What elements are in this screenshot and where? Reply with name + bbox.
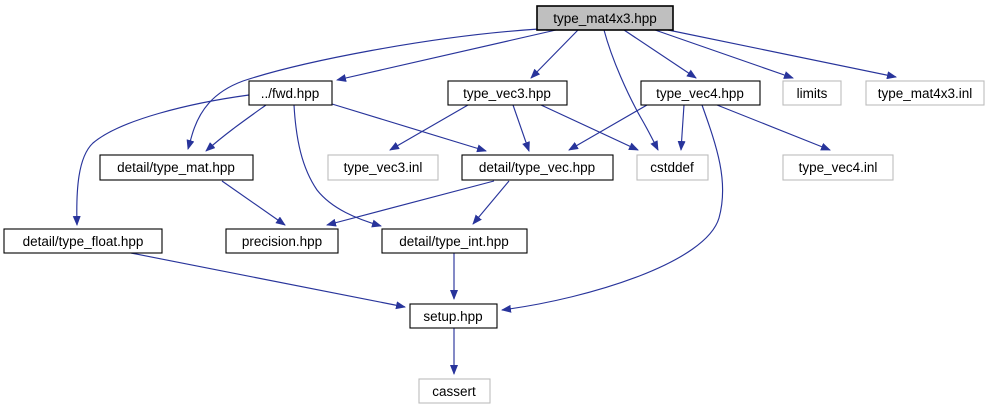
node-precision-hpp[interactable]: precision.hpp (225, 228, 339, 254)
svg-text:type_mat4x3.inl: type_mat4x3.inl (878, 86, 973, 101)
node-cassert: cassert (418, 378, 491, 404)
node-layer: type_mat4x3.hpp ../fwd.hpp type_vec3.hpp… (3, 5, 985, 404)
edge-fwd-to-type-vec (331, 103, 487, 153)
node-type-vec4-hpp[interactable]: type_vec4.hpp (640, 80, 761, 106)
svg-text:type_mat4x3.hpp: type_mat4x3.hpp (553, 11, 657, 26)
edge-fwd-to-type-float (72, 94, 250, 226)
edge-vec4-to-cstddef (677, 104, 686, 151)
svg-text:precision.hpp: precision.hpp (242, 234, 322, 249)
edge-fwd-to-type-int (293, 104, 382, 228)
node-type-vec3-hpp[interactable]: type_vec3.hpp (447, 80, 568, 106)
svg-text:detail/type_vec.hpp: detail/type_vec.hpp (479, 160, 595, 175)
edge-mat4x3-to-type-mat (186, 28, 540, 150)
svg-text:detail/type_mat.hpp: detail/type_mat.hpp (117, 160, 235, 175)
node-detail-type-float-hpp[interactable]: detail/type_float.hpp (3, 228, 163, 254)
edge-type-mat-to-precision (221, 180, 286, 226)
edge-vec3-to-cstddef (540, 104, 639, 151)
node-type-mat4x3-inl: type_mat4x3.inl (865, 80, 985, 106)
node-detail-type-vec-hpp[interactable]: detail/type_vec.hpp (461, 154, 614, 181)
node-type-vec4-inl: type_vec4.inl (782, 154, 894, 181)
node-setup-hpp[interactable]: setup.hpp (409, 303, 498, 329)
edge-type-vec-to-type-int (472, 180, 510, 225)
edge-mat4x3-to-mat4x3-inl (667, 29, 897, 80)
edge-fwd-to-type-mat (205, 104, 267, 152)
node-detail-type-mat-hpp[interactable]: detail/type_mat.hpp (99, 154, 254, 181)
svg-text:limits: limits (797, 86, 828, 101)
svg-text:cassert: cassert (432, 384, 476, 399)
svg-text:type_vec3.inl: type_vec3.inl (344, 160, 423, 175)
edge-mat4x3-to-cstddef (603, 29, 659, 151)
svg-text:detail/type_float.hpp: detail/type_float.hpp (23, 234, 144, 249)
svg-text:type_vec3.hpp: type_vec3.hpp (463, 86, 551, 101)
edge-mat4x3-to-limits (654, 29, 794, 79)
svg-text:setup.hpp: setup.hpp (423, 309, 482, 324)
svg-text:detail/type_int.hpp: detail/type_int.hpp (399, 234, 509, 249)
node-limits: limits (782, 80, 842, 106)
node-detail-type-int-hpp[interactable]: detail/type_int.hpp (381, 228, 528, 254)
svg-text:cstddef: cstddef (650, 160, 694, 175)
svg-text:../fwd.hpp: ../fwd.hpp (261, 86, 320, 101)
edge-vec3-to-type-vec (512, 104, 530, 152)
node-fwd-hpp[interactable]: ../fwd.hpp (248, 80, 333, 106)
node-cstddef: cstddef (636, 154, 709, 181)
svg-text:type_vec4.inl: type_vec4.inl (799, 160, 878, 175)
edge-type-float-to-setup (130, 252, 406, 310)
edge-vec3-to-vec3-inl (389, 104, 469, 151)
node-type-vec3-inl: type_vec3.inl (327, 154, 439, 181)
edge-vec4-to-vec4-inl (716, 104, 831, 151)
edge-mat4x3-to-vec4 (623, 29, 697, 79)
svg-text:type_vec4.hpp: type_vec4.hpp (656, 86, 744, 101)
edge-type-vec-to-precision (326, 180, 495, 227)
edge-vec4-to-type-vec (568, 104, 648, 151)
edge-layer (72, 28, 897, 375)
edge-vec4-to-setup (501, 104, 724, 313)
edge-mat4x3-to-fwd (336, 29, 557, 82)
node-type-mat4x3-hpp: type_mat4x3.hpp (536, 5, 674, 31)
edge-mat4x3-to-vec3 (530, 29, 579, 79)
